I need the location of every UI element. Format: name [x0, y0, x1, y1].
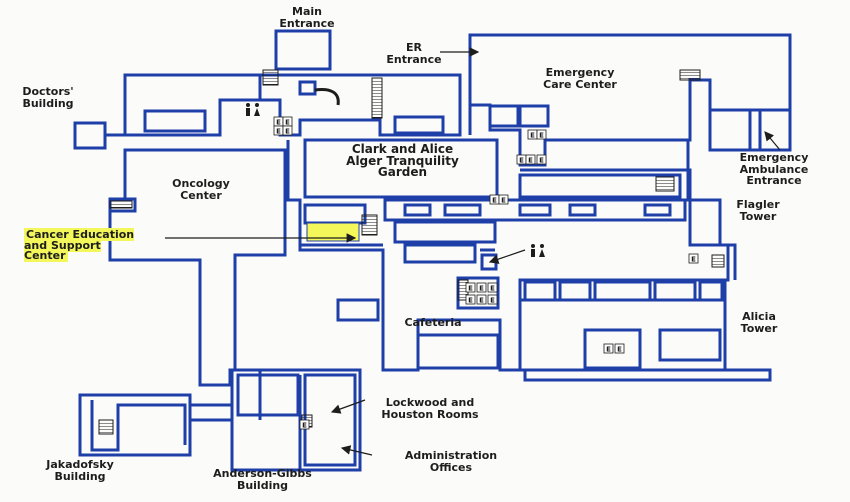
elevator-icon	[498, 194, 509, 205]
flagler-tower-label: Flagler Tower	[736, 198, 780, 223]
cafeteria-north-room	[403, 243, 477, 264]
elevator-letter: E	[468, 285, 473, 293]
lockwood-houston-rooms-label: Lockwood and Houston Rooms	[381, 396, 479, 421]
stairs-icon	[109, 200, 133, 209]
room-upper-1	[143, 109, 207, 133]
elevator-letter: E	[490, 297, 495, 305]
elevator-letter: E	[528, 157, 533, 165]
elevator-letter: E	[490, 285, 495, 293]
jakadofsky-building-label: Jakadofsky Building	[46, 458, 114, 483]
cancer-education-label: Cancer Education and Support Center	[24, 228, 135, 262]
main-entrance-label: Main Entrance	[279, 5, 335, 30]
emergency-care-center	[468, 33, 792, 167]
elevator-letter: E	[479, 285, 484, 293]
elevator-letter: E	[691, 256, 696, 264]
er-entrance-label: ER Entrance	[386, 41, 442, 66]
elevator-icon	[465, 294, 476, 305]
elevator-icon	[536, 154, 547, 165]
arrow-icon	[340, 445, 373, 456]
stairs-icon	[314, 88, 340, 106]
elevator-letter: E	[276, 128, 281, 136]
alicia-room-elev	[583, 328, 642, 370]
er-room-1	[488, 104, 520, 128]
corridor-rooms	[383, 198, 687, 222]
elevator-icon	[487, 294, 498, 305]
arrow-icon	[488, 249, 526, 264]
cancer-education-highlight	[306, 222, 360, 242]
small-annex	[336, 298, 380, 322]
arrow-icon	[330, 399, 366, 414]
elevator-letter: E	[606, 346, 611, 354]
doctors-building-label: Doctors' Building	[22, 85, 74, 110]
anderson-gibbs-building	[230, 368, 362, 472]
elevator-letter: E	[285, 119, 290, 127]
elevator-icon	[536, 129, 547, 140]
stairs-icon	[361, 214, 378, 236]
stairs-icon	[711, 254, 725, 268]
doctors-building-block	[73, 121, 107, 150]
alicia-south-wing	[523, 368, 772, 382]
cancer-education-room	[303, 203, 367, 225]
room-upper-2	[393, 115, 445, 135]
elevator-letter: E	[539, 132, 544, 140]
elevator-icon	[525, 154, 536, 165]
stairs-icon	[679, 69, 701, 81]
elevator-letter: E	[617, 346, 622, 354]
main-entrance-vestibule	[274, 29, 332, 71]
elevator-letter: E	[519, 157, 524, 165]
elevator-letter: E	[302, 422, 307, 430]
stairs-icon	[98, 419, 114, 435]
stairs-icon	[371, 77, 383, 119]
room-upper-3	[298, 80, 317, 96]
restroom-icon	[246, 103, 260, 116]
stairs-icon	[655, 176, 675, 192]
elevator-letter: E	[501, 197, 506, 205]
garden-south-room	[393, 220, 497, 244]
elevator-letter: E	[530, 132, 535, 140]
flagler-tower-block	[520, 168, 737, 280]
cafeteria-label: Cafeteria	[404, 316, 462, 329]
oncology-center-label: Oncology Center	[172, 177, 230, 202]
emergency-ambulance-entrance-label: Emergency Ambulance Entrance	[739, 151, 809, 187]
stairs-icon	[262, 69, 279, 86]
er-room-2	[518, 104, 550, 128]
emergency-care-center-label: Emergency Care Center	[543, 66, 617, 91]
central-corridor	[286, 138, 730, 372]
administration-offices-label: Administration Offices	[404, 449, 498, 474]
flagler-room	[518, 173, 682, 199]
elevator-icon	[614, 343, 625, 354]
elevator-icon	[487, 282, 498, 293]
elevator-icon	[282, 125, 293, 136]
clark-alice-garden-label: Clark and Alice Alger Tranquility Garden	[346, 142, 459, 179]
elevator-letter: E	[285, 128, 290, 136]
elevator-icon	[603, 343, 614, 354]
cafeteria-room	[416, 333, 500, 370]
elevator-icon	[476, 294, 487, 305]
elevator-letter: E	[539, 157, 544, 165]
elevator-icon	[688, 253, 699, 264]
elevator-icon	[299, 419, 310, 430]
elevator-letter: E	[479, 297, 484, 305]
alicia-tower-label: Alicia Tower	[740, 310, 778, 335]
anderson-gibbs-building-label: Anderson-Gibbs Building	[213, 467, 312, 492]
elevator-letter: E	[276, 119, 281, 127]
elevator-icon	[465, 282, 476, 293]
restroom-icon	[531, 244, 545, 257]
elevator-icon	[476, 282, 487, 293]
elevator-letter: E	[468, 297, 473, 305]
elevator-letter: E	[492, 197, 497, 205]
arrow-icon	[764, 131, 781, 151]
jakadofsky-building	[78, 393, 192, 457]
alicia-room-east	[658, 328, 722, 362]
clark-alice-garden	[303, 138, 499, 199]
